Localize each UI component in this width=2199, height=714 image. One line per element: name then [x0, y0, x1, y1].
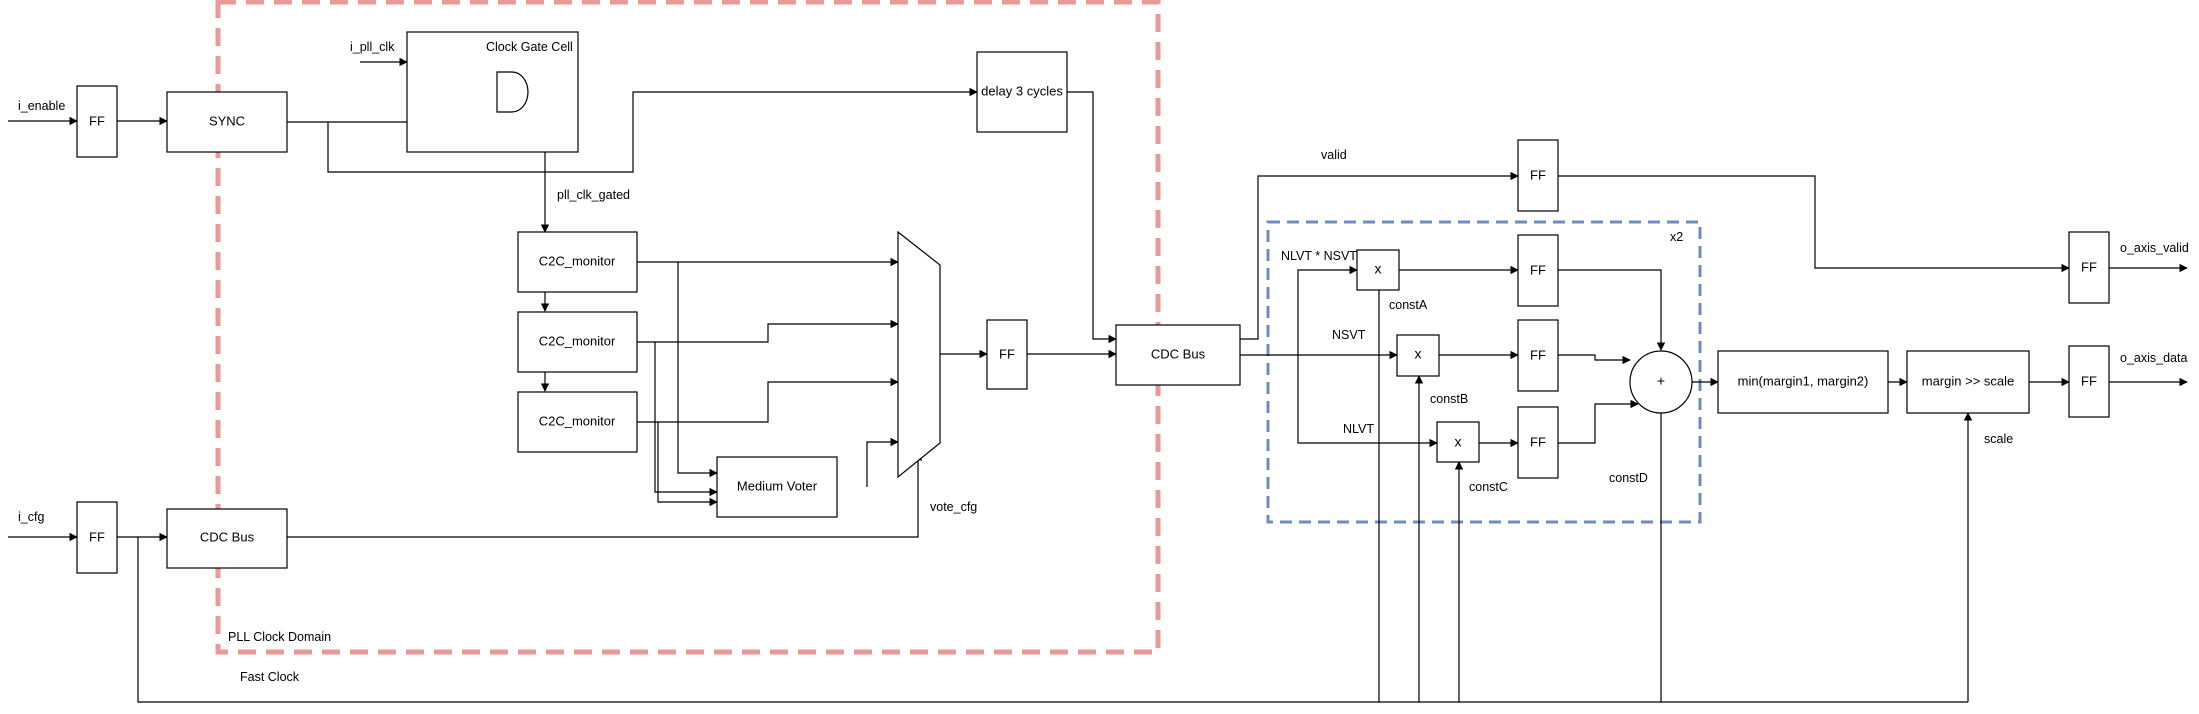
label-i-enable: i_enable — [18, 99, 65, 113]
multiplier-c: x — [1436, 421, 1480, 463]
svg-text:FF: FF — [1530, 434, 1546, 449]
svg-text:x: x — [1455, 434, 1462, 450]
clock-gate-cell-label: Clock Gate Cell — [486, 40, 573, 54]
svg-text:SYNC: SYNC — [209, 113, 245, 128]
svg-text:FF: FF — [1530, 167, 1546, 182]
x2-repeat-boundary — [1266, 220, 1702, 524]
ff-product-c: FF — [1517, 406, 1559, 479]
label-fast-clock: Fast Clock — [240, 670, 300, 684]
c2c-monitor-1: C2C_monitor — [517, 231, 638, 293]
ff-valid: FF — [1517, 139, 1559, 212]
label-i-cfg: i_cfg — [18, 510, 44, 524]
shift-scale-block: margin >> scale — [1906, 350, 2030, 414]
multiplier-b: x — [1396, 334, 1440, 377]
label-nlvt-nsvt: NLVT * NSVT — [1281, 249, 1357, 263]
label-o-axis-data: o_axis_data — [2120, 351, 2187, 365]
ff-product-b: FF — [1517, 319, 1559, 392]
svg-text:C2C_monitor: C2C_monitor — [539, 253, 616, 268]
label-nsvt: NSVT — [1332, 328, 1366, 342]
svg-text:FF: FF — [89, 529, 105, 544]
ff-product-a: FF — [1517, 234, 1559, 307]
ff-cfg: FF — [76, 501, 118, 574]
mux-icon — [897, 230, 941, 479]
label-valid: valid — [1321, 148, 1347, 162]
label-const-b: constB — [1430, 392, 1468, 406]
label-nlvt: NLVT — [1343, 422, 1374, 436]
label-x2: x2 — [1670, 230, 1683, 244]
c2c-monitor-3: C2C_monitor — [517, 391, 638, 453]
ff-vote: FF — [986, 319, 1028, 390]
wires — [8, 57, 2188, 703]
clock-gate-cell — [406, 31, 579, 153]
svg-text:delay 3 cycles: delay 3 cycles — [981, 83, 1063, 98]
label-const-c: constC — [1469, 480, 1508, 494]
label-i-pll-clk: i_pll_clk — [350, 40, 395, 54]
label-const-d: constD — [1609, 471, 1648, 485]
c2c-monitor-2: C2C_monitor — [517, 311, 638, 373]
ff-enable: FF — [76, 85, 118, 158]
cdc-bus-main: CDC Bus — [1115, 324, 1241, 386]
svg-text:FF: FF — [1530, 347, 1546, 362]
svg-text:FF: FF — [999, 346, 1015, 361]
svg-text:C2C_monitor: C2C_monitor — [539, 333, 616, 348]
svg-text:FF: FF — [89, 113, 105, 128]
svg-text:FF: FF — [2081, 373, 2097, 388]
label-pll-clock-domain: PLL Clock Domain — [228, 630, 331, 644]
svg-text:x: x — [1375, 261, 1382, 277]
sync-block: SYNC — [166, 91, 288, 153]
svg-text:CDC Bus: CDC Bus — [1151, 346, 1206, 361]
svg-text:FF: FF — [2081, 259, 2097, 274]
svg-text:FF: FF — [1530, 262, 1546, 277]
label-o-axis-valid: o_axis_valid — [2120, 241, 2189, 255]
label-const-a: constA — [1389, 298, 1428, 312]
svg-text:+: + — [1657, 373, 1665, 389]
medium-voter: Medium Voter — [716, 456, 838, 518]
min-margin-block: min(margin1, margin2) — [1717, 350, 1889, 414]
label-scale: scale — [1984, 432, 2013, 446]
ff-out-data: FF — [2068, 345, 2110, 418]
delay-3-cycles: delay 3 cycles — [976, 51, 1068, 133]
label-pll-clk-gated: pll_clk_gated — [557, 188, 630, 202]
ff-out-valid: FF — [2068, 231, 2110, 304]
and-gate-icon — [496, 71, 529, 113]
svg-text:CDC Bus: CDC Bus — [200, 529, 255, 544]
label-vote-cfg: vote_cfg — [930, 500, 977, 514]
multiplier-a: x — [1356, 249, 1400, 291]
signal-labels: i_enable i_pll_clk i_cfg pll_clk_gated v… — [18, 40, 2189, 684]
adder: + — [1629, 350, 1693, 414]
svg-text:min(margin1, margin2): min(margin1, margin2) — [1738, 373, 1869, 388]
svg-text:Medium Voter: Medium Voter — [737, 478, 818, 493]
svg-text:C2C_monitor: C2C_monitor — [539, 413, 616, 428]
svg-text:x: x — [1415, 346, 1422, 362]
cdc-bus-cfg: CDC Bus — [166, 508, 288, 569]
svg-text:margin >> scale: margin >> scale — [1922, 373, 2015, 388]
